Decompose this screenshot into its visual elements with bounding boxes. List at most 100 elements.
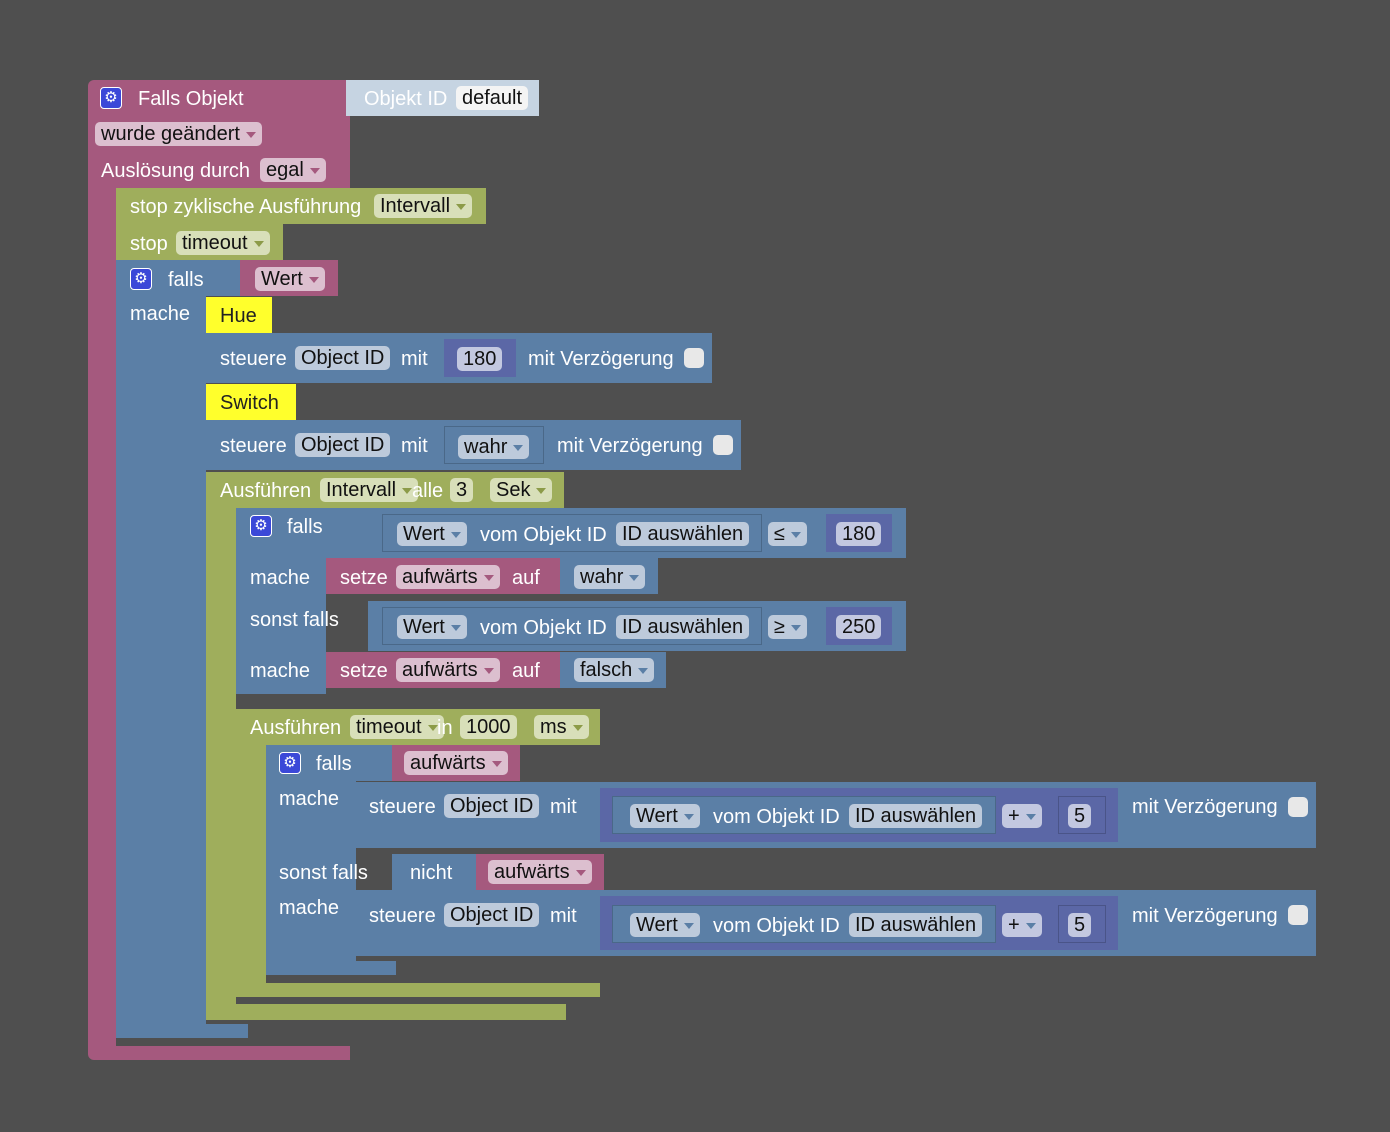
boolean-dropdown[interactable]: wahr [574,565,646,589]
object-id-label: Objekt ID [364,88,448,110]
do-label: mache [250,567,311,589]
timeout-block-footer [236,983,600,997]
interval-dropdown[interactable]: Intervall [320,478,419,502]
every-value[interactable]: 3 [450,478,474,502]
operator-dropdown[interactable]: ≥ [768,615,807,639]
to-label: auf [512,660,540,682]
boolean-dropdown[interactable]: wahr [458,435,530,459]
variable-dropdown[interactable]: aufwärts [404,751,508,775]
do-label: mache [130,303,191,325]
delay-checkbox[interactable] [1288,905,1308,925]
number-value[interactable]: 250 [836,615,882,639]
comment-hue: Hue [220,305,257,327]
do-label: mache [279,897,340,919]
comment-block-hue[interactable] [206,297,272,333]
delay-checkbox[interactable] [1288,797,1308,817]
comment-switch: Switch [220,392,279,414]
boolean-dropdown[interactable]: falsch [574,658,655,682]
stop-timeout-dropdown[interactable]: timeout [176,231,270,255]
object-id-field[interactable]: Object ID [444,903,540,927]
select-id-field[interactable]: ID auswählen [849,804,983,828]
wert-dropdown[interactable]: Wert [630,804,700,828]
number-value[interactable]: 5 [1068,913,1092,937]
number-value[interactable]: 180 [457,347,503,371]
delay-label: mit Verzögerung [557,435,703,457]
do-label: mache [250,660,311,682]
control-label: steuere [369,905,436,927]
timeout-dropdown[interactable]: timeout [350,715,444,739]
control-label: steuere [220,435,287,457]
trigger-by-dropdown[interactable]: egal [260,158,326,182]
wert-dropdown[interactable]: Wert [397,615,467,639]
trigger-by-label: Auslösung durch [101,160,250,182]
with-label: mit [550,796,577,818]
select-id-field[interactable]: ID auswählen [616,522,750,546]
if-label: falls [316,753,352,775]
number-value[interactable]: 180 [836,522,882,546]
unit-dropdown[interactable]: Sek [490,478,553,502]
from-object-label: vom Objekt ID [713,915,840,937]
variable-dropdown[interactable]: aufwärts [488,860,592,884]
every-label: alle [412,480,444,502]
number-value[interactable]: 5 [1068,804,1092,828]
gear-icon[interactable]: ⚙ [250,515,272,537]
do-label: mache [279,788,340,810]
if-block-2-spine [236,558,326,694]
with-label: mit [401,435,428,457]
with-label: mit [550,905,577,927]
object-id-value[interactable]: default [456,86,529,110]
gear-icon[interactable]: ⚙ [100,87,122,109]
from-object-label: vom Objekt ID [480,617,607,639]
stop-label: stop [130,233,168,255]
stop-cyclic-dropdown[interactable]: Intervall [374,194,473,218]
variable-dropdown[interactable]: aufwärts [396,658,500,682]
control-label: steuere [220,348,287,370]
object-id-field[interactable]: Object ID [295,433,391,457]
operator-dropdown[interactable]: ≤ [768,522,807,546]
gear-icon[interactable]: ⚙ [130,268,152,290]
gear-icon[interactable]: ⚙ [279,752,301,774]
select-id-field[interactable]: ID auswählen [616,615,750,639]
select-id-field[interactable]: ID auswählen [849,913,983,937]
not-label: nicht [410,862,453,884]
operator-dropdown[interactable]: + [1002,804,1042,828]
if-block-1-spine [116,296,206,1026]
if-block-3-footer [266,961,396,975]
interval-label: Ausführen [220,480,312,502]
from-object-label: vom Objekt ID [480,524,607,546]
timeout-exec-label: Ausführen [250,717,342,739]
timeout-block-spine [236,745,266,983]
wert-dropdown[interactable]: Wert [255,267,325,291]
wert-dropdown[interactable]: Wert [397,522,467,546]
trigger-title: Falls Objekt [138,88,244,110]
control-label: steuere [369,796,436,818]
delay-label: mit Verzögerung [1132,796,1278,818]
to-label: auf [512,567,540,589]
if-label: falls [168,269,204,291]
operator-dropdown[interactable]: + [1002,913,1042,937]
interval-block-spine [206,508,236,1004]
set-label: setze [340,567,388,589]
in-label: in [437,717,453,739]
comment-block-switch[interactable] [206,384,296,420]
delay-label: mit Verzögerung [1132,905,1278,927]
if-block-1-footer [116,1024,248,1038]
stop-cyclic-label: stop zyklische Ausführung [130,196,362,218]
variable-dropdown[interactable]: aufwärts [396,565,500,589]
delay-label: mit Verzögerung [528,348,674,370]
object-id-field[interactable]: Object ID [295,346,391,370]
trigger-block-spine [88,188,116,1046]
delay-checkbox[interactable] [684,348,704,368]
elseif-label: sonst falls [279,862,368,884]
object-id-field[interactable]: Object ID [444,794,540,818]
unit-dropdown[interactable]: ms [534,715,589,739]
if-label: falls [287,516,323,538]
with-label: mit [401,348,428,370]
if-block-3-spine [266,781,356,961]
wert-dropdown[interactable]: Wert [630,913,700,937]
changed-option-dropdown[interactable]: wurde geändert [95,122,262,146]
from-object-label: vom Objekt ID [713,806,840,828]
delay-checkbox[interactable] [713,435,733,455]
timeout-ms-value[interactable]: 1000 [460,715,517,739]
elseif-label: sonst falls [250,609,339,631]
